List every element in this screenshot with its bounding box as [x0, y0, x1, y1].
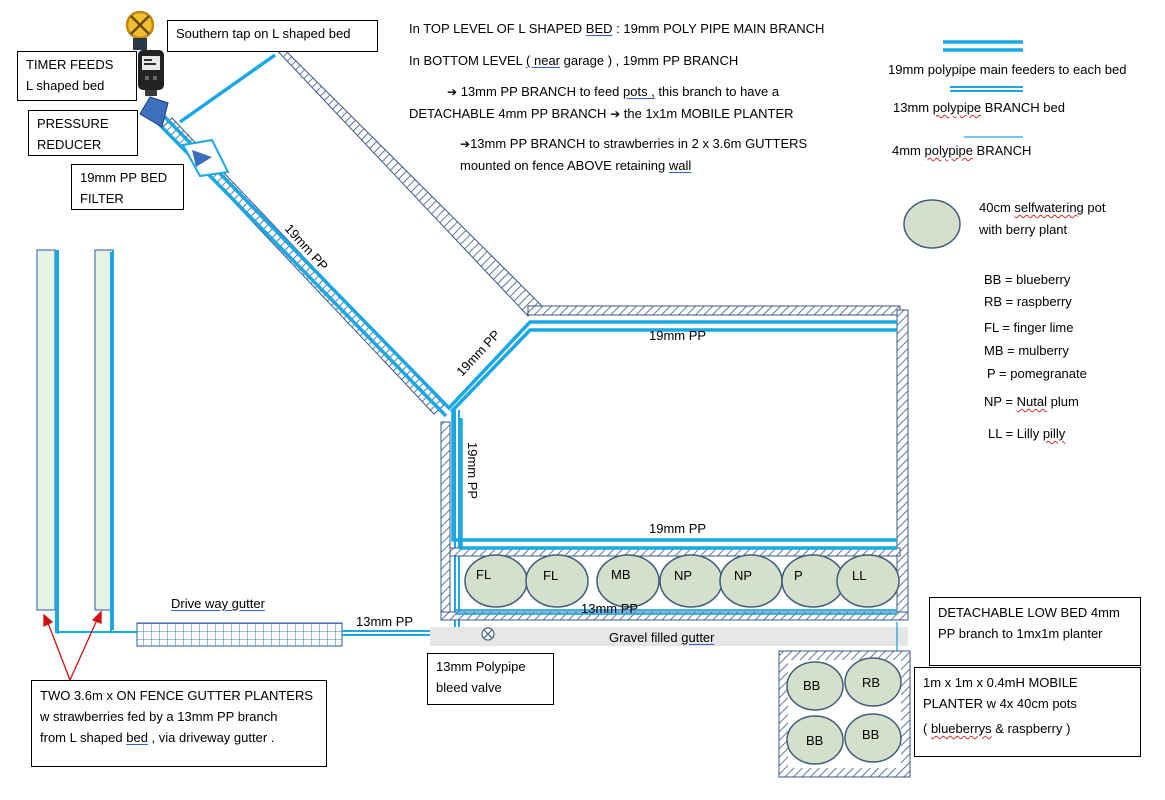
gutter-planter-1: [36, 249, 56, 611]
pot-label-np-1: NP: [674, 568, 692, 583]
pot-ll: [836, 554, 900, 608]
mobile-pot-bb-2: [786, 715, 844, 765]
note-line-5: ➔13mm PP BRANCH to strawberries in 2 x 3…: [460, 136, 808, 151]
pressure-reducer-icon: [139, 96, 169, 128]
mobile-planter: BB RB BB BB: [778, 650, 911, 778]
legend-pot-text-2: with berry plant: [979, 222, 1068, 237]
legend-4mm-text: 4mm polypipe BRANCH: [892, 143, 1032, 158]
pot-label-np-2: NP: [734, 568, 752, 583]
pipe-13mm-pots: [455, 609, 897, 615]
legend-13mm-text: 13mm polypipe BRANCH bed: [893, 100, 1065, 115]
arrow-icon: ➔: [610, 107, 621, 121]
note-line-6: mounted on fence ABOVE retaining wall: [460, 158, 692, 173]
mobile-pot-rb: [844, 657, 902, 707]
pot-label-p: P: [794, 568, 803, 583]
bleed-valve-icon: [481, 627, 495, 641]
tap-icon: [125, 10, 155, 50]
pot-label-fl-2: FL: [543, 568, 558, 583]
driveway-gutter-label: Drive way gutter: [171, 596, 265, 611]
gutter-callout-arrows: [43, 610, 102, 681]
abbr-np: NP = Nutal plum: [984, 394, 1079, 409]
pot-mb: [596, 554, 660, 608]
svg-text:BB: BB: [806, 733, 823, 748]
pot-fl-1: [464, 554, 528, 608]
label-vertical-pipe: 19mm PP: [465, 442, 480, 499]
legend-pot-text-1: 40cm selfwatering pot: [979, 200, 1106, 215]
mobile-pot-bb-1: [786, 661, 844, 711]
note-line-2: In BOTTOM LEVEL ( near garage ) , 19mm P…: [409, 53, 739, 68]
label-elbow-pipe: 19mm PP: [453, 327, 503, 379]
strawberry-feed-pipe: [55, 250, 137, 634]
pipe-19mm-network: [150, 53, 897, 550]
svg-text:BB: BB: [803, 678, 820, 693]
legend-19mm-text: 19mm polypipe main feeders to each bed: [888, 62, 1127, 77]
abbr-mb: MB = mulberry: [984, 343, 1069, 358]
abbr-p: P = pomegranate: [987, 366, 1087, 381]
label-pots-13mm: 13mm PP: [581, 601, 638, 616]
legend-pot: [903, 199, 961, 249]
abbr-fl: FL = finger lime: [984, 320, 1074, 335]
pot-label-mb: MB: [611, 567, 631, 582]
arrow-icon: ➔: [460, 137, 471, 151]
label-top-pipe: 19mm PP: [649, 328, 706, 343]
note-line-3: ➔ 13mm PP BRANCH to feed pots , this bra…: [447, 84, 780, 99]
mobile-pot-bb-3: [844, 713, 902, 763]
pot-label-fl-1: FL: [476, 567, 491, 582]
note-line-1: In TOP LEVEL OF L SHAPED BED : 19mm POLY…: [409, 21, 825, 36]
abbr-bb: BB = blueberry: [984, 272, 1071, 287]
l-bed-walls: [162, 43, 909, 621]
note-line-4: DETACHABLE 4mm PP BRANCH ➔ the 1x1m MOBI…: [409, 106, 794, 121]
pot-label-ll: LL: [852, 568, 866, 583]
gravel-gutter: [430, 627, 908, 646]
driveway-gutter: [136, 622, 343, 647]
svg-text:RB: RB: [862, 675, 880, 690]
pots-row: FL FL MB NP NP P LL: [464, 554, 900, 608]
bed-filter-icon: [181, 138, 230, 178]
abbr-ll: LL = Lilly pilly: [988, 426, 1066, 441]
legend-19mm-line: [943, 40, 1023, 52]
svg-text:BB: BB: [862, 727, 879, 742]
gravel-gutter-label: Gravel filled gutter: [609, 630, 715, 645]
tap-callout: Southern tap on L shaped bed: [167, 20, 378, 52]
pot-p: [781, 554, 845, 608]
arrow-icon: ➔: [447, 85, 458, 99]
legend-13mm-line: [950, 86, 1023, 92]
label-mid-pipe: 19mm PP: [649, 521, 706, 536]
label-drive-13mm: 13mm PP: [356, 614, 413, 629]
abbr-rb: RB = raspberry: [984, 294, 1072, 309]
timer-icon: [138, 50, 164, 96]
pot-fl-2: [525, 554, 589, 608]
